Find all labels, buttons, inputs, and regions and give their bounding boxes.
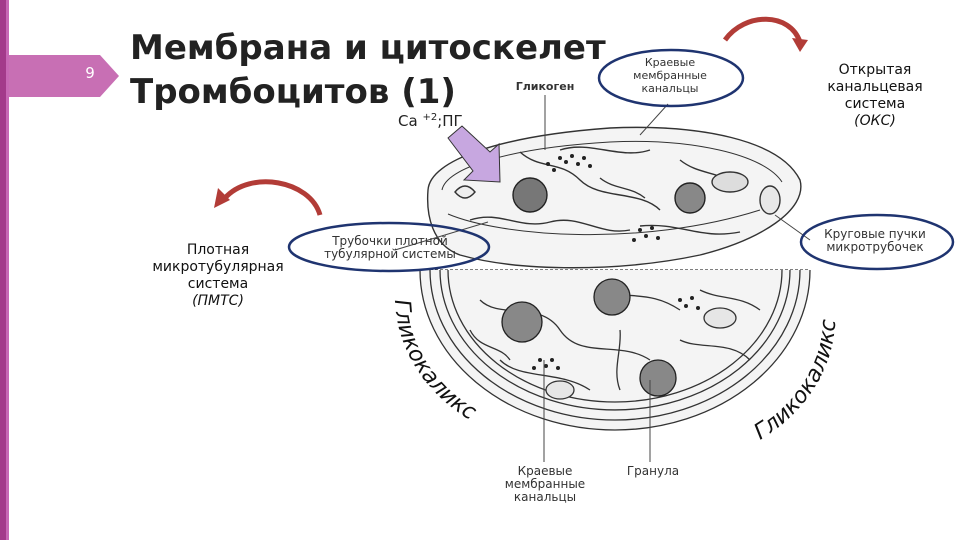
- pmts-line-2: микротубулярная: [152, 259, 284, 275]
- microtubule-line-1: Круговые пучки: [824, 227, 926, 241]
- slide-number-tab: [9, 55, 119, 97]
- left-accent-highlight: [6, 0, 9, 540]
- mc-top-line-2: мембранные: [633, 69, 707, 82]
- mc-bottom-line-2: мембранные: [504, 477, 586, 491]
- calcium-charge: +2: [422, 112, 438, 123]
- slide-number: 9: [85, 64, 95, 82]
- tubules-highlight: [287, 221, 491, 273]
- pmts-line-3: система: [187, 276, 249, 292]
- microtubule-line-2: микротрубочек: [826, 240, 924, 254]
- platelet-top-view: [419, 269, 811, 431]
- calcium-tail: ;ПГ: [437, 112, 463, 130]
- marginal-canals-highlight: [597, 48, 745, 108]
- microtubule-label: Круговые пучки микротрубочек: [810, 228, 940, 254]
- marginal-canals-bottom-label: Краевые мембранные канальцы: [495, 465, 595, 504]
- mc-top-line-1: Краевые: [644, 56, 696, 69]
- oks-line-1: Открытая: [838, 62, 912, 78]
- pmts-caption: Плотная микротубулярная система (ПМТС): [138, 242, 298, 310]
- title-line-2: Тромбоцитов (1): [130, 72, 456, 112]
- calcium-pointer-arrow: [447, 125, 501, 183]
- mc-bottom-line-3: канальцы: [513, 490, 577, 504]
- calcium-base: Са: [398, 112, 418, 130]
- tubules-line-1: Трубочки плотной: [332, 234, 448, 248]
- glycogen-label: Гликоген: [515, 80, 575, 93]
- oks-line-4: (ОКС): [854, 113, 896, 129]
- platelet-side-view: [426, 126, 802, 269]
- glycogen-dots-top: [546, 154, 660, 242]
- slide-title: Мембрана и цитоскелет Тромбоцитов (1): [130, 26, 606, 114]
- oks-caption: Открытая канальцевая система (ОКС): [790, 62, 960, 130]
- left-accent-bar: [0, 0, 9, 540]
- red-arrows: [214, 16, 808, 216]
- oks-line-3: система: [844, 96, 906, 112]
- granule-label: Гранула: [626, 464, 680, 478]
- mc-bottom-line-1: Краевые: [517, 464, 573, 478]
- title-line-1: Мембрана и цитоскелет: [130, 28, 606, 68]
- oks-line-2: канальцевая: [827, 79, 923, 95]
- calcium-label: Са +2;ПГ: [398, 112, 463, 130]
- pmts-line-4: (ПМТС): [192, 293, 244, 309]
- tubules-label: Трубочки плотной тубулярной системы: [305, 235, 475, 261]
- mc-top-line-3: канальцы: [641, 82, 699, 95]
- microtubule-highlight: [799, 213, 955, 271]
- marginal-canals-top-label: Краевые мембранные канальцы: [610, 56, 730, 95]
- tubules-line-2: тубулярной системы: [324, 247, 456, 261]
- glycogen-dots-bottom: [532, 296, 700, 370]
- pmts-line-1: Плотная: [186, 242, 250, 258]
